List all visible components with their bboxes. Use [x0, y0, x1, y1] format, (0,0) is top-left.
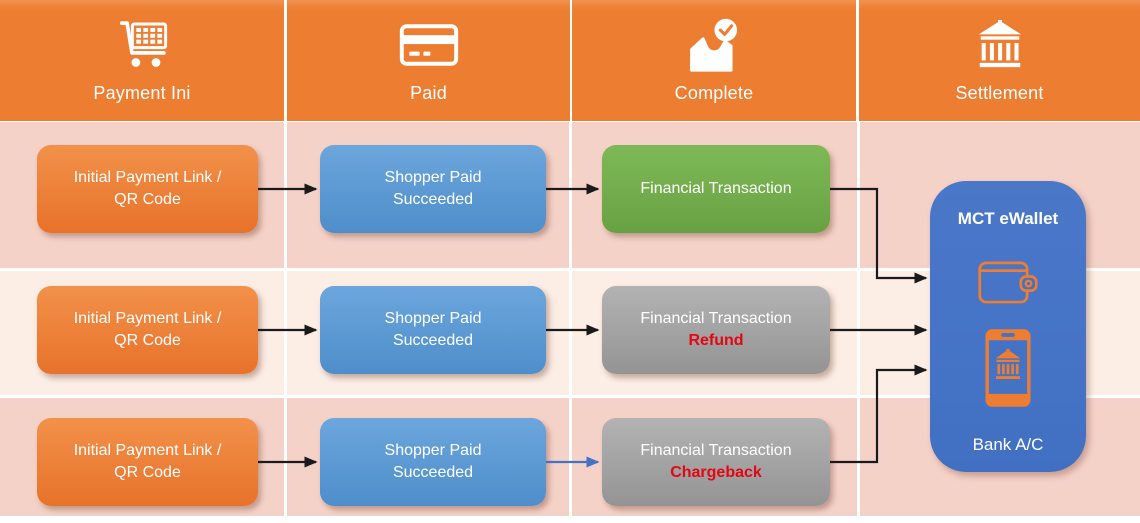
chargeback-label: Chargeback [670, 464, 762, 481]
node-text: Initial Payment Link / [73, 441, 222, 459]
node-text: Succeeded [392, 332, 474, 349]
node-financial-transaction-row1: Financial Transaction [602, 145, 830, 233]
bank-ac-label: Bank A/C [972, 435, 1044, 454]
node-text: Succeeded [392, 191, 474, 208]
node-shopper-paid-row2: Shopper Paid Succeeded [320, 286, 546, 374]
header-payment-ini: Payment Ini [0, 0, 284, 121]
header-label-payment-ini: Payment Ini [93, 83, 191, 103]
column-divider-3 [857, 122, 860, 516]
node-text: Initial Payment Link / [73, 309, 222, 327]
smartphone-bank-icon [985, 329, 1031, 407]
node-text: Financial Transaction [640, 179, 792, 197]
credit-card-icon [399, 14, 459, 76]
node-text: Shopper Paid [384, 441, 482, 459]
node-text: Succeeded [392, 464, 474, 481]
node-text: QR Code [114, 191, 181, 208]
node-text: Initial Payment Link / [73, 168, 222, 186]
node-text: Shopper Paid [384, 309, 482, 327]
node-mct-ewallet: MCT eWallet Bank A/C [930, 181, 1086, 472]
node-initial-payment-link-row1: Initial Payment Link / QR Code [37, 145, 258, 233]
shopping-cart-icon [114, 14, 170, 76]
column-divider-2 [569, 122, 572, 516]
node-text: Shopper Paid [384, 168, 482, 186]
header-label-paid: Paid [410, 83, 447, 103]
inbox-check-icon [685, 14, 743, 76]
header-paid: Paid [287, 0, 570, 121]
wallet-icon [978, 261, 1038, 304]
node-text: Financial Transaction [640, 441, 792, 459]
node-financial-transaction-chargeback: Financial Transaction Chargeback [602, 418, 830, 506]
node-financial-transaction-refund: Financial Transaction Refund [602, 286, 830, 374]
ewallet-title: MCT eWallet [957, 209, 1059, 228]
node-initial-payment-link-row3: Initial Payment Link / QR Code [37, 418, 258, 506]
node-text: QR Code [114, 332, 181, 349]
node-shopper-paid-row1: Shopper Paid Succeeded [320, 145, 546, 233]
node-text: Financial Transaction [640, 309, 792, 327]
header-complete: Complete [572, 0, 856, 121]
node-initial-payment-link-row2: Initial Payment Link / QR Code [37, 286, 258, 374]
bank-icon [973, 14, 1027, 76]
refund-label: Refund [688, 332, 744, 349]
column-divider-1 [284, 122, 287, 516]
header-label-complete: Complete [674, 83, 754, 103]
node-shopper-paid-row3: Shopper Paid Succeeded [320, 418, 546, 506]
header-label-settlement: Settlement [955, 83, 1044, 103]
header-settlement: Settlement [859, 0, 1140, 121]
node-text: QR Code [114, 464, 181, 481]
